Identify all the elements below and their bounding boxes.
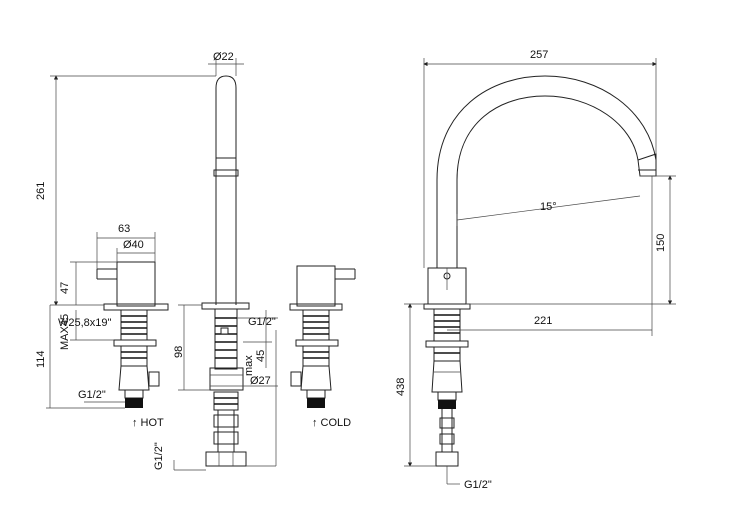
dim-98: 98: [173, 346, 185, 358]
dim-d27: Ø27: [250, 375, 271, 387]
dim-d40: Ø40: [123, 239, 144, 251]
label-cold: ↑ COLD: [312, 417, 351, 429]
dim-114: 114: [35, 350, 47, 368]
left-view: Ø22 261 63 Ø40 47 MAX45 W25,8x19" 114 G1…: [35, 51, 356, 471]
dim-g-bottom: G1/2": [153, 442, 165, 470]
dim-angle: 15°: [540, 201, 557, 213]
dim-63: 63: [118, 223, 130, 235]
dim-d22: Ø22: [213, 51, 234, 63]
right-dim-text: 257 15° 150 221 438 G1/2": [395, 49, 667, 491]
side-spout: [423, 75, 657, 467]
dim-g-center: G1/2": [248, 316, 276, 328]
center-spout: [201, 75, 250, 467]
hot-valve: [96, 261, 169, 408]
left-dim-text: Ø22 261 63 Ø40 47 MAX45 W25,8x19" 114 G1…: [35, 51, 351, 470]
dim-257: 257: [530, 49, 548, 61]
cold-valve: [289, 265, 356, 408]
right-dimensions: [404, 58, 676, 485]
label-hot: ↑ HOT: [132, 417, 164, 429]
dim-max-value: 45: [255, 350, 267, 362]
dim-150: 150: [655, 234, 667, 252]
dim-221: 221: [534, 315, 552, 327]
dim-438: 438: [395, 378, 407, 396]
dim-261: 261: [35, 182, 47, 200]
right-view: 257 15° 150 221 438 G1/2": [395, 49, 676, 491]
dim-g-hot: G1/2": [78, 389, 106, 401]
dim-g-right: G1/2": [464, 479, 492, 491]
dim-47: 47: [59, 282, 71, 294]
left-dimensions: [46, 58, 278, 471]
dim-max45: MAX45: [59, 314, 71, 350]
dim-max-label: max: [243, 355, 255, 376]
dim-nut: W25,8x19": [58, 317, 112, 329]
